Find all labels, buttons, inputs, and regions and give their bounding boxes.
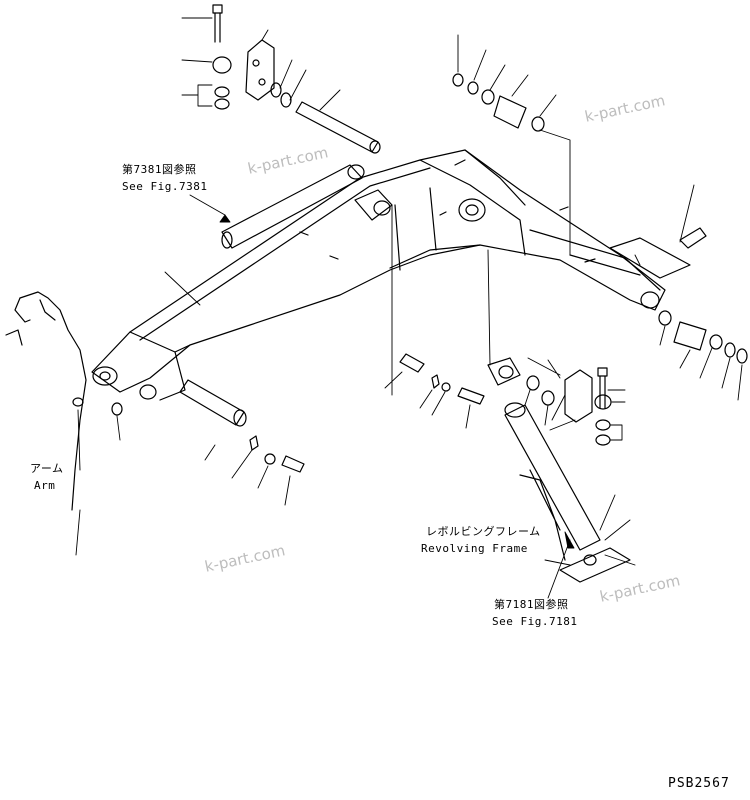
fig7181-label-en: See Fig.7181 [492,615,578,628]
grease-fitting [679,227,707,249]
bushing-right-low [658,310,748,364]
lower-hardware [111,353,612,473]
fig7381-label-en: See Fig.7381 [122,180,208,193]
arm-label-en: Arm [34,479,56,492]
arm-outline [5,291,87,511]
fig7381-label-jp: 第7381図参照 [122,163,197,176]
arm-label-jp: アーム [30,462,64,475]
revolving-frame-label-en: Revolving Frame [421,542,528,555]
fig7181-label-jp: 第7181図参照 [494,598,569,611]
plate-top [245,39,275,101]
pin-front [179,379,247,427]
revolving-frame-label-jp: レボルビングフレーム [426,525,541,538]
drawing-code: PSB2567 [668,776,730,791]
bolt-top [212,4,223,43]
boom-cylinder [221,164,393,260]
lift-cylinder [487,357,631,583]
boom [91,149,691,401]
washers-top [212,56,292,110]
pin-foot [295,101,381,154]
leader-lines [75,17,743,599]
bushing-right-top [452,73,545,132]
